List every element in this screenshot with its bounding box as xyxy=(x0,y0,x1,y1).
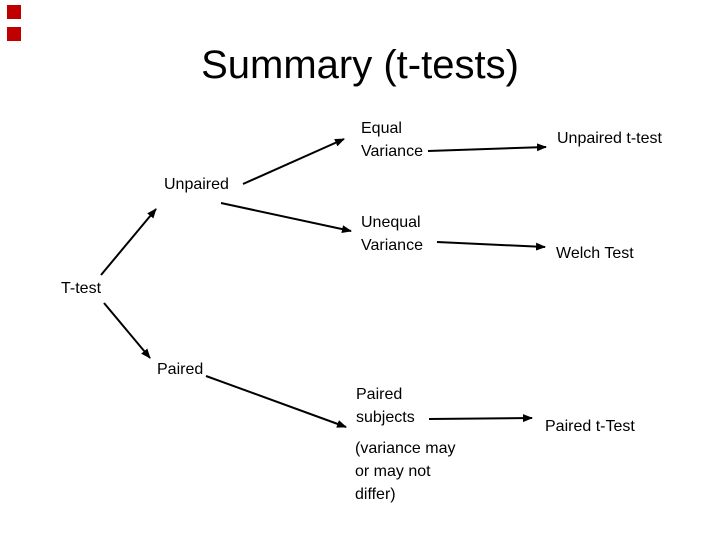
node-unequal-variance: Unequal Variance xyxy=(361,214,423,254)
node-paired-subjects: Paired subjects xyxy=(356,386,415,426)
node-unpaired-t-test: Unpaired t-test xyxy=(557,130,662,147)
slide-title: Summary (t-tests) xyxy=(201,43,519,87)
node-t-test: T-test xyxy=(61,280,102,297)
edge-unpaired-unequal-variance-arrow xyxy=(220,202,352,234)
edge-paired-paired-subjects-arrow xyxy=(205,375,347,428)
edge-t-test-unpaired-arrow xyxy=(100,208,157,276)
edge-t-test-paired-arrow xyxy=(103,302,151,359)
red-square-decoration xyxy=(7,27,21,41)
node-unpaired: Unpaired xyxy=(164,176,229,193)
node-paired: Paired xyxy=(157,361,204,378)
edge-paired-subjects-paired-t-test-arrow xyxy=(428,414,533,423)
edge-unequal-variance-welch-test-arrow xyxy=(436,241,546,251)
node-welch-test: Welch Test xyxy=(556,245,634,262)
node-paired-subjects-note: (variance may or may not differ) xyxy=(355,440,456,503)
red-square-decoration xyxy=(7,5,21,19)
node-paired-t-test: Paired t-Test xyxy=(545,418,635,435)
node-equal-variance: Equal Variance xyxy=(361,120,423,160)
